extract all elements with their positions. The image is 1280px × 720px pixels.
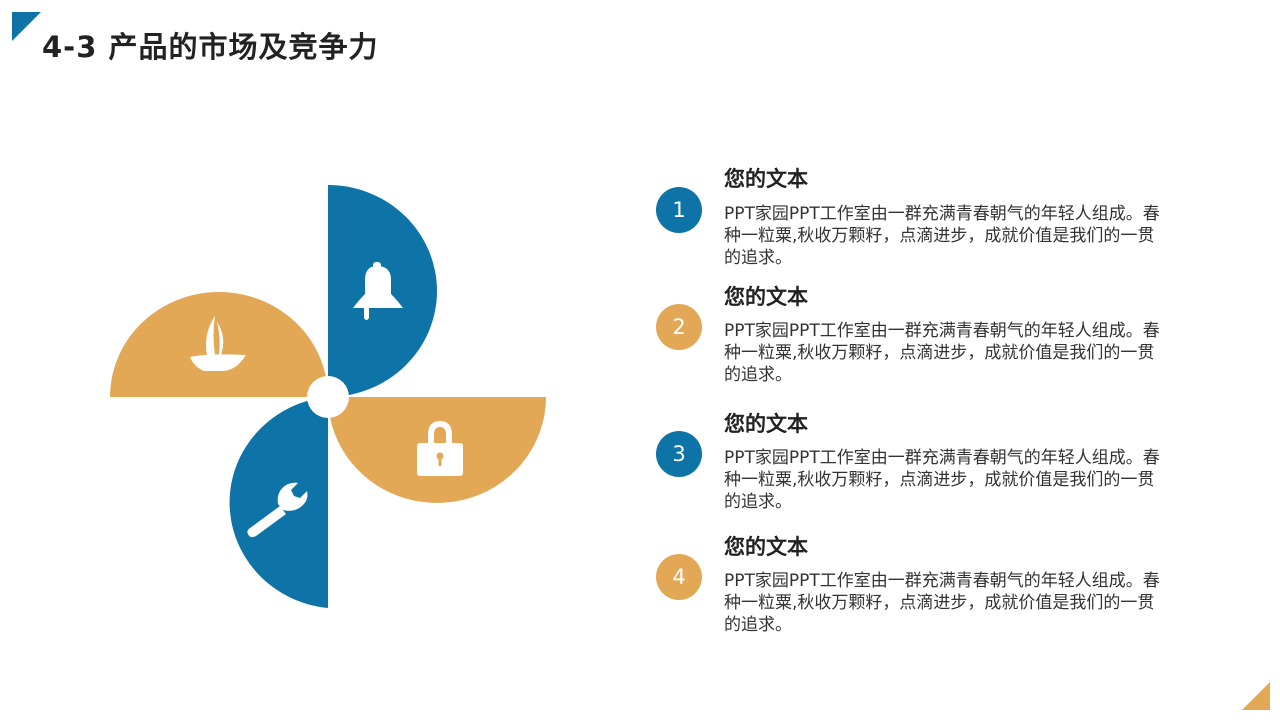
item-heading: 您的文本 bbox=[724, 412, 808, 436]
pinwheel-center bbox=[307, 376, 349, 418]
petal-top-right bbox=[328, 185, 437, 397]
item-body: PPT家园PPT工作室由一群充满青春朝气的年轻人组成。春种一粒粟,秋收万颗籽，点… bbox=[724, 448, 1160, 512]
number-badge: 2 bbox=[656, 304, 702, 350]
number-badge: 3 bbox=[656, 431, 702, 477]
petal-left bbox=[110, 292, 328, 397]
item-heading: 您的文本 bbox=[724, 535, 808, 559]
lock-icon bbox=[417, 421, 463, 476]
sailboat-icon bbox=[190, 316, 246, 371]
number-badge: 4 bbox=[656, 554, 702, 600]
petal-right bbox=[328, 397, 546, 503]
item-body: PPT家园PPT工作室由一群充满青春朝气的年轻人组成。春种一粒粟,秋收万颗籽，点… bbox=[724, 204, 1160, 268]
corner-accent-top-left bbox=[12, 12, 41, 41]
slide-title: 4-3 产品的市场及竞争力 bbox=[42, 30, 379, 64]
petal-bottom bbox=[229, 397, 328, 608]
number-badge: 1 bbox=[656, 187, 702, 233]
wrench-icon bbox=[247, 482, 308, 538]
item-body: PPT家园PPT工作室由一群充满青春朝气的年轻人组成。春种一粒粟,秋收万颗籽，点… bbox=[724, 321, 1160, 385]
item-body: PPT家园PPT工作室由一群充满青春朝气的年轻人组成。春种一粒粟,秋收万颗籽，点… bbox=[724, 571, 1160, 635]
item-heading: 您的文本 bbox=[724, 167, 808, 191]
corner-accent-bottom-right bbox=[1242, 682, 1270, 710]
item-heading: 您的文本 bbox=[724, 285, 808, 309]
bell-icon bbox=[353, 262, 403, 320]
